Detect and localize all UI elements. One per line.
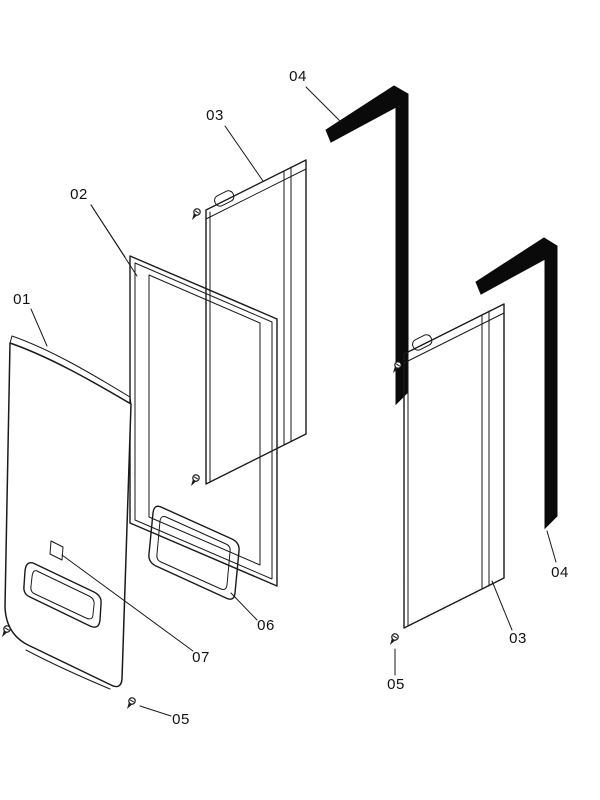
part-labels: 01 02 03 04 04 03 05 06 07 05 [13,68,569,728]
seal-strip-top [325,85,409,406]
screw-right-panel-bottom-icon [386,631,401,648]
sight-window-square [49,540,64,561]
side-panel-right-groove [481,310,490,590]
leader-frame-b [90,204,138,277]
leader-sight-window [61,554,194,652]
part-label-05-screw-side: 05 [387,676,405,693]
leader-inner-door-frame [230,592,258,621]
leader-side-panel-right [491,580,513,631]
side-panel-left-flange [205,168,307,220]
leader-front-panel [30,308,48,347]
inner-door-frame-outer [148,505,240,600]
screw-left-panel-bottom-icon [187,472,202,489]
leader-seal-right [546,530,557,563]
leader-side-panel-left [224,125,264,182]
side-panel-left [205,159,307,485]
part-label-06-inner-door-frame: 06 [257,617,275,634]
side-panel-left-face [205,159,307,485]
front-panel [4,335,132,690]
part-label-03-side-panel-left: 03 [206,107,224,124]
screw-front-bottom-icon [123,695,138,712]
front-panel-face [4,342,132,688]
part-label-01-front-panel: 01 [13,291,31,308]
side-panel-left-groove [283,166,292,446]
part-label-04-seal-right: 04 [551,564,569,581]
part-label-04-seal-top: 04 [289,68,307,85]
screw-front-left-icon [0,623,13,640]
leader-screw-front [139,705,172,717]
screw-left-panel-top-icon [188,206,203,223]
side-panel-right-mounting-tab [412,334,433,351]
leader-lines [30,86,557,717]
handle-recess-inner [30,570,95,620]
part-label-03-side-panel-right: 03 [509,630,527,647]
side-panel-right [403,303,505,629]
seal-strip-right [475,237,558,530]
part-label-07-sight-window: 07 [192,649,210,666]
front-panel-top-strip [9,335,132,405]
part-label-02-frame: 02 [70,186,88,203]
frame-outer-edge [129,255,278,587]
part-label-05-screw-front: 05 [172,711,190,728]
frame-opening [148,274,261,566]
frame-outer-inner-line [134,262,273,580]
leader-seal-top [305,86,341,122]
front-panel-bottom-curve [25,649,111,690]
inner-door-frame [148,505,240,600]
side-panel-left-mounting-tab [214,190,235,207]
side-panel-right-face [403,303,505,629]
inner-door-frame-opening [156,516,231,590]
handle-recess-outer [23,561,102,628]
frame-gasket [129,255,278,587]
side-panel-right-flange [403,312,505,364]
